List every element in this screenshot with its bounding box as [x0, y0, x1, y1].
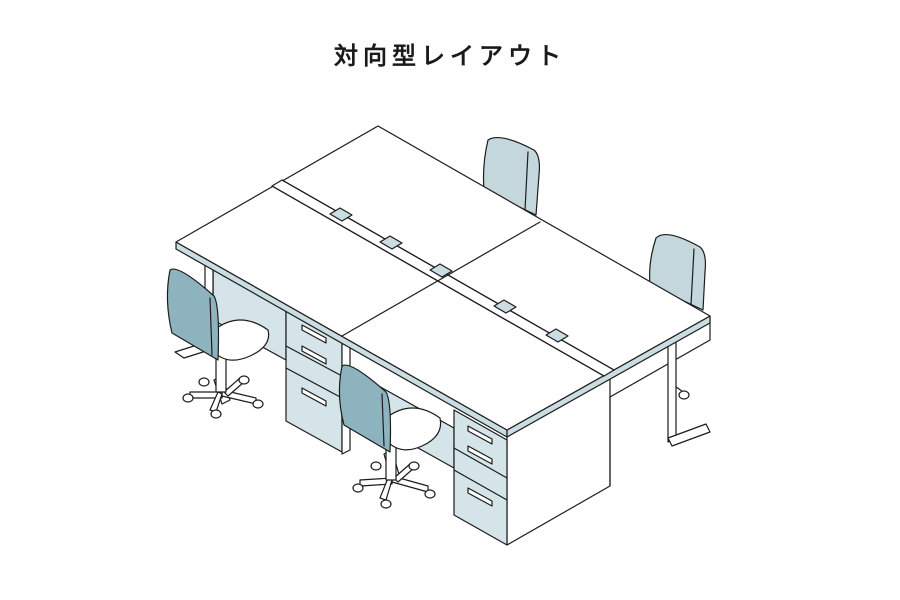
page-title: 対向型レイアウト	[334, 42, 566, 70]
front-chair-2	[338, 364, 442, 509]
drawer-handle	[467, 445, 493, 465]
drawer-handle	[301, 324, 327, 344]
drawer-handle	[301, 387, 327, 407]
desk-tops	[175, 125, 711, 438]
pedestal-right	[453, 409, 508, 546]
front-chair-1	[166, 268, 270, 419]
drawer-handle	[467, 425, 493, 445]
drawer-handle	[301, 345, 327, 365]
drawer-handle	[467, 487, 493, 507]
